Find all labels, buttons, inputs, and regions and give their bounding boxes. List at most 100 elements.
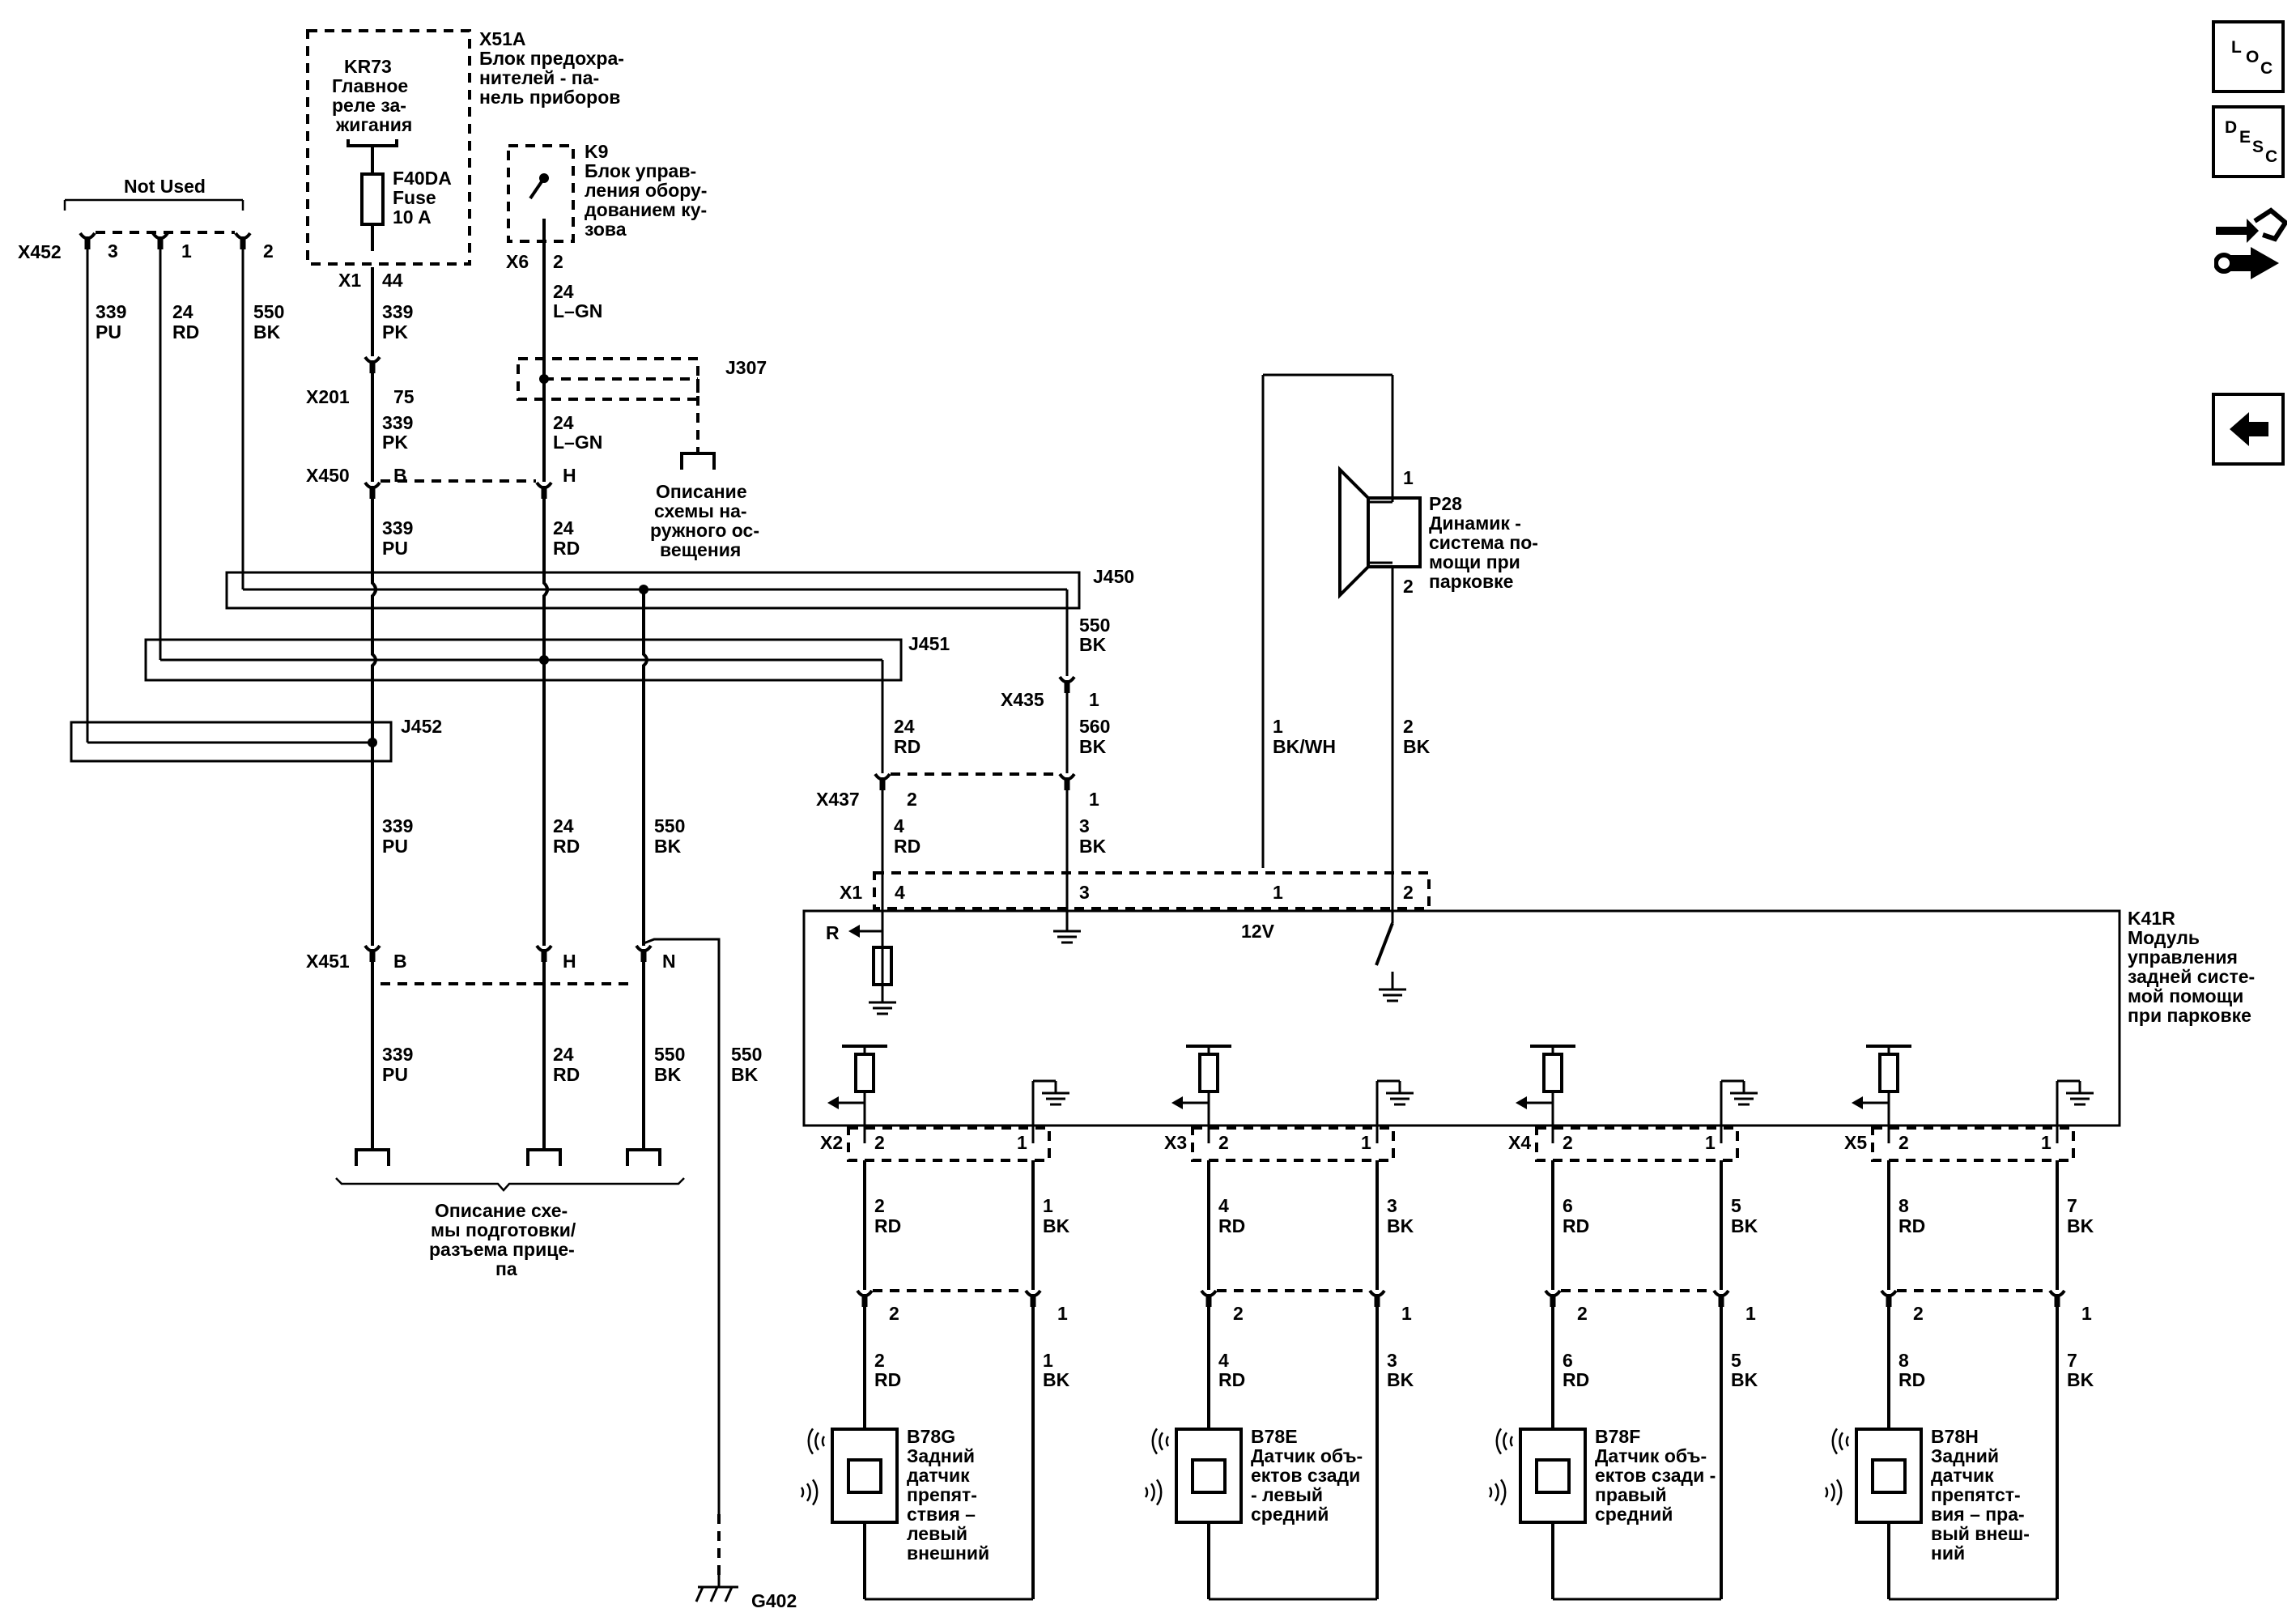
inline-connector-pin: [1026, 1291, 1040, 1307]
k41r-module: [802, 909, 2121, 1127]
sensor-desc: левый: [907, 1523, 967, 1544]
fuse-label: F40DA: [393, 168, 452, 189]
pin-label: 2: [889, 1303, 899, 1324]
back-arrow-icon: [2230, 412, 2268, 446]
k41r-desc: Модуль: [2128, 927, 2200, 948]
k41r-label: K41R: [2128, 908, 2175, 929]
wire-label: 4: [1218, 1195, 1229, 1216]
k41r-desc: мой помощи: [2128, 985, 2243, 1006]
k41r-x1-connector: [873, 871, 1431, 910]
j307-splice: [517, 357, 699, 401]
sensor-code: B78G: [907, 1426, 955, 1447]
inline-connector-pin: [1370, 1291, 1384, 1307]
pullup-resistor: [1198, 1053, 1219, 1093]
wire-label: 24: [553, 517, 574, 538]
pin-label: N: [662, 951, 676, 972]
x435-connector: [1060, 677, 1074, 693]
parking-sensor: [831, 1428, 899, 1524]
wire-label: RD: [553, 538, 580, 559]
sound-wave-icon: [811, 1479, 818, 1506]
wire-label: PU: [382, 1064, 408, 1085]
kr73-desc: жигания: [335, 114, 412, 135]
wire-550-bk-trunk: [642, 589, 648, 946]
wire-label: PK: [382, 321, 408, 343]
module-connector: [1871, 1126, 2075, 1162]
j450-label: J450: [1093, 566, 1134, 587]
ext-light-desc: схемы на-: [654, 500, 747, 521]
sound-wave-icon: [1144, 1487, 1149, 1498]
parking-sensor: [1175, 1428, 1243, 1524]
sound-wave-icon: [1150, 1483, 1155, 1502]
g402-label: G402: [751, 1590, 797, 1611]
pin-label: H: [563, 465, 576, 486]
sensor-desc: препят-: [907, 1484, 977, 1505]
x51a-desc: нителей - па-: [479, 67, 599, 88]
sound-wave-icon: [1151, 1428, 1159, 1455]
wire-label: BK: [1043, 1215, 1070, 1236]
k41r-desc: задней систе-: [2128, 966, 2255, 987]
connector-label: X2: [820, 1132, 843, 1153]
wire-label: 2: [874, 1195, 885, 1216]
connector-label: X4: [1508, 1132, 1531, 1153]
inline-connector-pin: [2050, 1291, 2064, 1307]
speaker-body: [1367, 496, 1422, 568]
ext-light-ref: [680, 452, 716, 470]
wire-label: 550: [1079, 615, 1110, 636]
wire-label: RD: [894, 736, 921, 757]
sensor-element: [1535, 1458, 1571, 1494]
wire-24-rd-trunk: [542, 499, 549, 946]
sensor-desc: вый внеш-: [1931, 1523, 2030, 1544]
pin-label: 2: [874, 1132, 885, 1153]
sensor-desc: Задний: [907, 1445, 975, 1466]
trailer-desc: разъема прице-: [429, 1239, 575, 1260]
wire-label: 339: [382, 412, 413, 433]
j451-label: J451: [908, 633, 950, 654]
sound-wave-icon: [800, 1487, 805, 1498]
sensor-circuit-b78h: [1824, 1045, 2094, 1601]
ext-light-desc: вещения: [660, 539, 741, 560]
x201-label: X201: [306, 386, 350, 407]
inline-connector-pin: [1714, 1291, 1728, 1307]
r-label: R: [826, 922, 840, 943]
x451-pin-b: [365, 946, 380, 962]
pin-label: 2: [1403, 576, 1414, 597]
desc-button[interactable]: D E S C: [2212, 105, 2285, 178]
pin-label: 2: [1218, 1132, 1229, 1153]
wire-label: 550: [731, 1044, 762, 1065]
sensor-circuit-b78g: [800, 1045, 1069, 1601]
sensor-code: B78E: [1251, 1426, 1298, 1447]
wire-label: 4: [1218, 1350, 1229, 1371]
pullup-resistor: [1878, 1053, 1899, 1093]
k41r-desc: при парковке: [2128, 1005, 2251, 1026]
sensor-desc: ний: [1931, 1543, 1965, 1564]
sound-wave-icon: [1839, 1432, 1844, 1451]
wire-label: BK: [654, 836, 682, 857]
sound-wave-icon: [1835, 1479, 1843, 1506]
x51a-desc: нель приборов: [479, 87, 620, 108]
x51a-fuse-block: [306, 29, 471, 266]
pin-label: 2: [1233, 1303, 1244, 1324]
p28-desc: система по-: [1429, 532, 1538, 553]
loc-button[interactable]: L O C: [2212, 20, 2285, 93]
k9-switch: [529, 177, 546, 200]
wire-label: 550: [654, 815, 685, 836]
pin-label: 75: [393, 386, 415, 407]
sensor-desc: средний: [1595, 1504, 1673, 1525]
wire-label: 24: [553, 1044, 574, 1065]
back-button[interactable]: [2212, 393, 2285, 466]
k9-desc: дованием ку-: [585, 199, 707, 220]
connector-tool-icon[interactable]: [2214, 206, 2287, 283]
wire-label: BK: [654, 1064, 682, 1085]
trailer-desc: Описание схе-: [435, 1200, 568, 1221]
sound-wave-icon: [1503, 1432, 1508, 1451]
wire-label: RD: [1898, 1369, 1925, 1390]
x437-pin-1: [1060, 774, 1074, 790]
supply-12v-label: 12V: [1241, 921, 1275, 942]
x452-label: X452: [18, 241, 62, 262]
pin-label: 1: [1089, 789, 1099, 810]
pin-label: 1: [2081, 1303, 2092, 1324]
trailer-ref-h: [526, 1148, 562, 1166]
pin-label: 2: [1403, 882, 1414, 903]
wire-label: PU: [382, 538, 408, 559]
